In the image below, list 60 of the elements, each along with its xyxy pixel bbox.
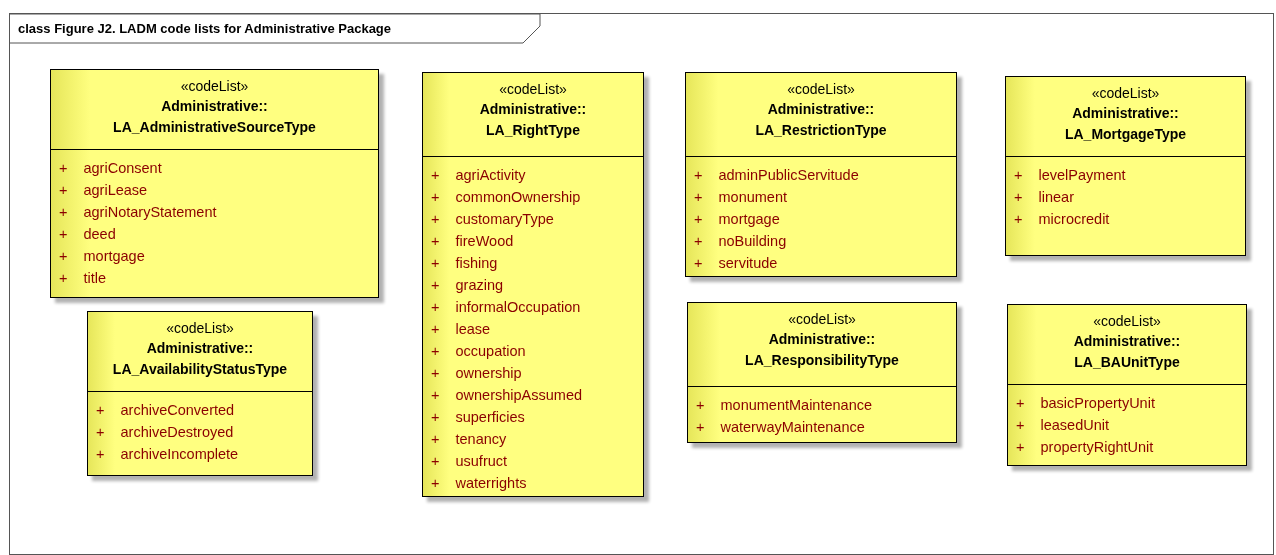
enum-literal: + fireWood bbox=[431, 232, 514, 251]
enum-literal: + customaryType bbox=[431, 210, 554, 229]
stereotype: «codeList» bbox=[788, 311, 856, 327]
stereotype: «codeList» bbox=[166, 320, 234, 336]
enum-literal: + commonOwnership bbox=[431, 188, 581, 207]
enum-literal: + agriConsent bbox=[59, 159, 162, 178]
class-box bbox=[422, 72, 644, 497]
enum-literal: + noBuilding bbox=[694, 232, 787, 251]
enum-literal: + archiveDestroyed bbox=[96, 423, 234, 442]
enum-literal: + agriLease bbox=[59, 181, 148, 200]
enum-literal: + servitude bbox=[694, 254, 778, 273]
class-name: Administrative:: LA_ResponsibilityType bbox=[745, 330, 899, 370]
enum-literal: + tenancy bbox=[431, 430, 507, 449]
stereotype: «codeList» bbox=[787, 81, 855, 97]
enum-literal: + monument bbox=[694, 188, 787, 207]
class-box bbox=[1005, 76, 1246, 256]
enum-literal: + deed bbox=[59, 225, 116, 244]
enum-literal: + fishing bbox=[431, 254, 498, 273]
stereotype: «codeList» bbox=[1091, 85, 1160, 101]
stereotype: «codeList» bbox=[499, 81, 567, 97]
class-box bbox=[685, 72, 957, 277]
class-box bbox=[50, 69, 379, 298]
enum-literal: + agriActivity bbox=[431, 166, 526, 185]
enum-literal: + title bbox=[59, 269, 107, 288]
enum-literal: + superficies bbox=[431, 408, 525, 427]
class-box bbox=[687, 302, 957, 443]
enum-literal: + propertyRightUnit bbox=[1016, 438, 1154, 457]
diagram-frame bbox=[9, 13, 1274, 555]
enum-literal: + monumentMaintenance bbox=[696, 396, 873, 415]
class-name: Administrative:: LA_AdministrativeSourceType bbox=[113, 97, 316, 137]
stereotype: «codeList» bbox=[1093, 313, 1161, 329]
enum-literal: + waterrights bbox=[431, 474, 527, 493]
enum-literal: + archiveConverted bbox=[96, 401, 235, 420]
class-box bbox=[1007, 304, 1247, 466]
enum-literal: + basicPropertyUnit bbox=[1016, 394, 1155, 413]
enum-literal: + grazing bbox=[431, 276, 504, 295]
class-name: Administrative:: LA_RestrictionType bbox=[755, 100, 887, 140]
class-name: Administrative:: LA_MortgageType bbox=[1064, 104, 1187, 144]
enum-literal: + ownershipAssumed bbox=[431, 386, 583, 405]
enum-literal: + mortgage bbox=[59, 247, 145, 266]
enum-literal: + adminPublicServitude bbox=[694, 166, 859, 185]
class-box bbox=[87, 311, 313, 476]
enum-literal: + lease bbox=[431, 320, 491, 339]
frame-label: class Figure J2. LADM code lists for Administrative Package bbox=[18, 21, 392, 36]
enum-literal: + mortgage bbox=[694, 210, 780, 229]
enum-literal: + waterwayMaintenance bbox=[696, 418, 865, 437]
class-name: Administrative:: LA_RightType bbox=[479, 100, 587, 140]
enum-literal: + linear bbox=[1014, 188, 1074, 207]
class-name: Administrative:: LA_BAUnitType bbox=[1073, 332, 1181, 372]
stereotype: «codeList» bbox=[180, 78, 249, 94]
enum-literal: + leasedUnit bbox=[1016, 416, 1109, 435]
enum-literal: + informalOccupation bbox=[431, 298, 581, 317]
enum-literal: + archiveIncomplete bbox=[96, 445, 239, 464]
enum-literal: + microcredit bbox=[1014, 210, 1110, 229]
enum-literal: + usufruct bbox=[431, 452, 508, 471]
enum-literal: + levelPayment bbox=[1014, 166, 1126, 185]
enum-literal: + ownership bbox=[431, 364, 522, 383]
enum-literal: + agriNotaryStatement bbox=[59, 203, 217, 222]
enum-literal: + occupation bbox=[431, 342, 526, 361]
class-name: Administrative:: LA_AvailabilityStatusType bbox=[112, 339, 288, 379]
